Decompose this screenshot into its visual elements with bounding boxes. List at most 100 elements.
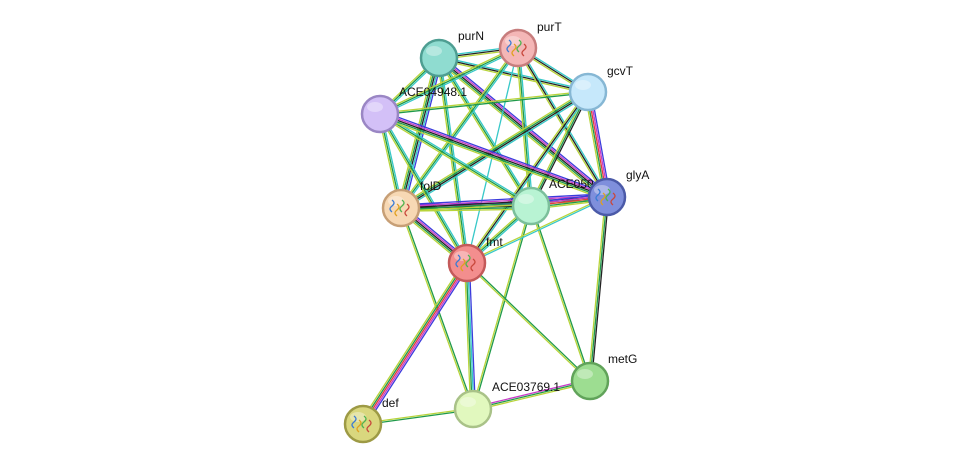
edge-evidence-line: [440, 55, 610, 196]
edge-evidence-line: [465, 90, 588, 263]
node-label: metG: [608, 352, 637, 366]
node-label: folD: [420, 179, 442, 193]
edge-evidence-line: [361, 261, 467, 424]
edge-evidence-line: [467, 197, 608, 265]
edge-evidence-line: [400, 203, 531, 208]
edge-evidence-line: [436, 58, 467, 264]
edge-gcvT-ACE04948.1[interactable]: [379, 90, 589, 116]
edge-evidence-line: [517, 47, 532, 207]
node-glyA[interactable]: glyA: [587, 168, 649, 217]
edge-glyA-fmt[interactable]: [466, 195, 608, 265]
node-circle[interactable]: [511, 186, 551, 226]
node-circle[interactable]: [419, 38, 459, 78]
node-circle[interactable]: [453, 389, 493, 429]
edge-evidence-line: [401, 92, 589, 210]
node-ACE03769.1[interactable]: ACE03769.1: [453, 380, 560, 429]
node-ACE04948.1[interactable]: ACE04948.1: [360, 85, 467, 134]
edge-evidence-line: [380, 92, 589, 116]
edge-purN-ACE050[interactable]: [437, 56, 533, 208]
edge-evidence-line: [400, 202, 531, 206]
edge-evidence-line: [530, 91, 589, 207]
edge-evidence-line: [379, 90, 588, 114]
edge-evidence-line: [439, 56, 533, 206]
edge-evidence-line: [472, 380, 591, 410]
edge-gcvT-fmt[interactable]: [465, 90, 590, 265]
edge-evidence-line: [517, 47, 608, 198]
edge-evidence-line: [466, 91, 589, 264]
edge-ACE04948.1-ACE050[interactable]: [378, 112, 533, 208]
node-highlight: [575, 80, 591, 90]
node-label: purN: [458, 29, 484, 43]
edge-evidence-line: [465, 263, 590, 383]
node-highlight: [350, 412, 366, 422]
edge-gcvT-folD[interactable]: [399, 89, 590, 211]
node-label: ACE03769.1: [492, 380, 560, 394]
edge-glyA-metG[interactable]: [587, 196, 610, 382]
edge-evidence-line: [439, 55, 589, 92]
edge-fmt-def[interactable]: [359, 260, 471, 427]
edge-fmt-metG[interactable]: [465, 261, 592, 383]
edge-evidence-line: [398, 57, 439, 208]
protein-structure-icon: [389, 199, 410, 217]
node-gcvT[interactable]: gcvT: [568, 64, 634, 112]
node-circle[interactable]: [360, 94, 400, 134]
edge-ACE03769.1-metG[interactable]: [472, 378, 591, 412]
node-circle[interactable]: [498, 28, 538, 68]
node-folD[interactable]: folD: [381, 179, 442, 228]
edge-purT-ACE04948.1[interactable]: [379, 45, 519, 117]
node-circle[interactable]: [568, 72, 608, 112]
edge-evidence-line: [438, 57, 589, 93]
node-purT[interactable]: purT: [498, 20, 562, 68]
edge-evidence-line: [439, 57, 470, 263]
edge-evidence-line: [468, 262, 477, 409]
edge-evidence-line: [466, 195, 607, 263]
node-ACE050[interactable]: ACE050: [511, 177, 594, 226]
edge-evidence-line: [379, 113, 532, 207]
edge-evidence-line: [400, 205, 532, 209]
edge-evidence-line: [437, 58, 607, 199]
edge-ACE04948.1-fmt[interactable]: [378, 112, 469, 265]
node-circle[interactable]: [447, 243, 487, 283]
node-circle[interactable]: [343, 404, 383, 444]
edge-folD-ACE050[interactable]: [400, 202, 532, 212]
node-highlight: [367, 102, 383, 112]
edge-evidence-line: [380, 112, 533, 206]
edge-evidence-line: [467, 262, 475, 409]
node-label: ACE050: [549, 177, 594, 191]
edge-ACE04948.1-glyA[interactable]: [378, 110, 609, 201]
node-highlight: [388, 196, 404, 206]
edge-evidence-line: [590, 197, 610, 382]
edge-ACE050-ACE03769.1[interactable]: [471, 205, 533, 410]
protein-structure-icon: [506, 39, 527, 57]
protein-structure-icon: [595, 188, 616, 206]
node-highlight: [426, 46, 442, 56]
node-label: def: [382, 396, 399, 410]
edge-ACE050-metG[interactable]: [529, 205, 592, 382]
edge-evidence-line: [379, 113, 608, 198]
node-highlight: [505, 36, 521, 46]
edge-purT-glyA[interactable]: [516, 46, 609, 199]
node-def[interactable]: def: [343, 396, 399, 444]
edge-evidence-line: [400, 193, 607, 206]
edge-evidence-line: [380, 111, 608, 197]
edge-evidence-line: [587, 196, 607, 381]
edge-evidence-line: [379, 114, 607, 200]
edge-evidence-line: [365, 264, 471, 427]
edge-purN-gcvT[interactable]: [438, 55, 589, 95]
node-metG[interactable]: metG: [570, 352, 637, 401]
edge-evidence-line: [359, 260, 465, 423]
edge-evidence-line: [473, 206, 533, 410]
node-circle[interactable]: [570, 361, 610, 401]
node-purN[interactable]: purN: [419, 29, 484, 78]
edge-evidence-line: [531, 92, 591, 208]
edge-purN-folD[interactable]: [397, 57, 443, 209]
node-fmt[interactable]: fmt: [447, 235, 503, 283]
node-circle[interactable]: [381, 188, 421, 228]
edge-evidence-line: [516, 48, 607, 199]
edge-evidence-line: [401, 206, 532, 211]
node-circle[interactable]: [587, 177, 627, 217]
edge-evidence-line: [467, 92, 590, 265]
edge-evidence-line: [378, 114, 531, 208]
edge-fmt-ACE03769.1[interactable]: [463, 262, 477, 410]
